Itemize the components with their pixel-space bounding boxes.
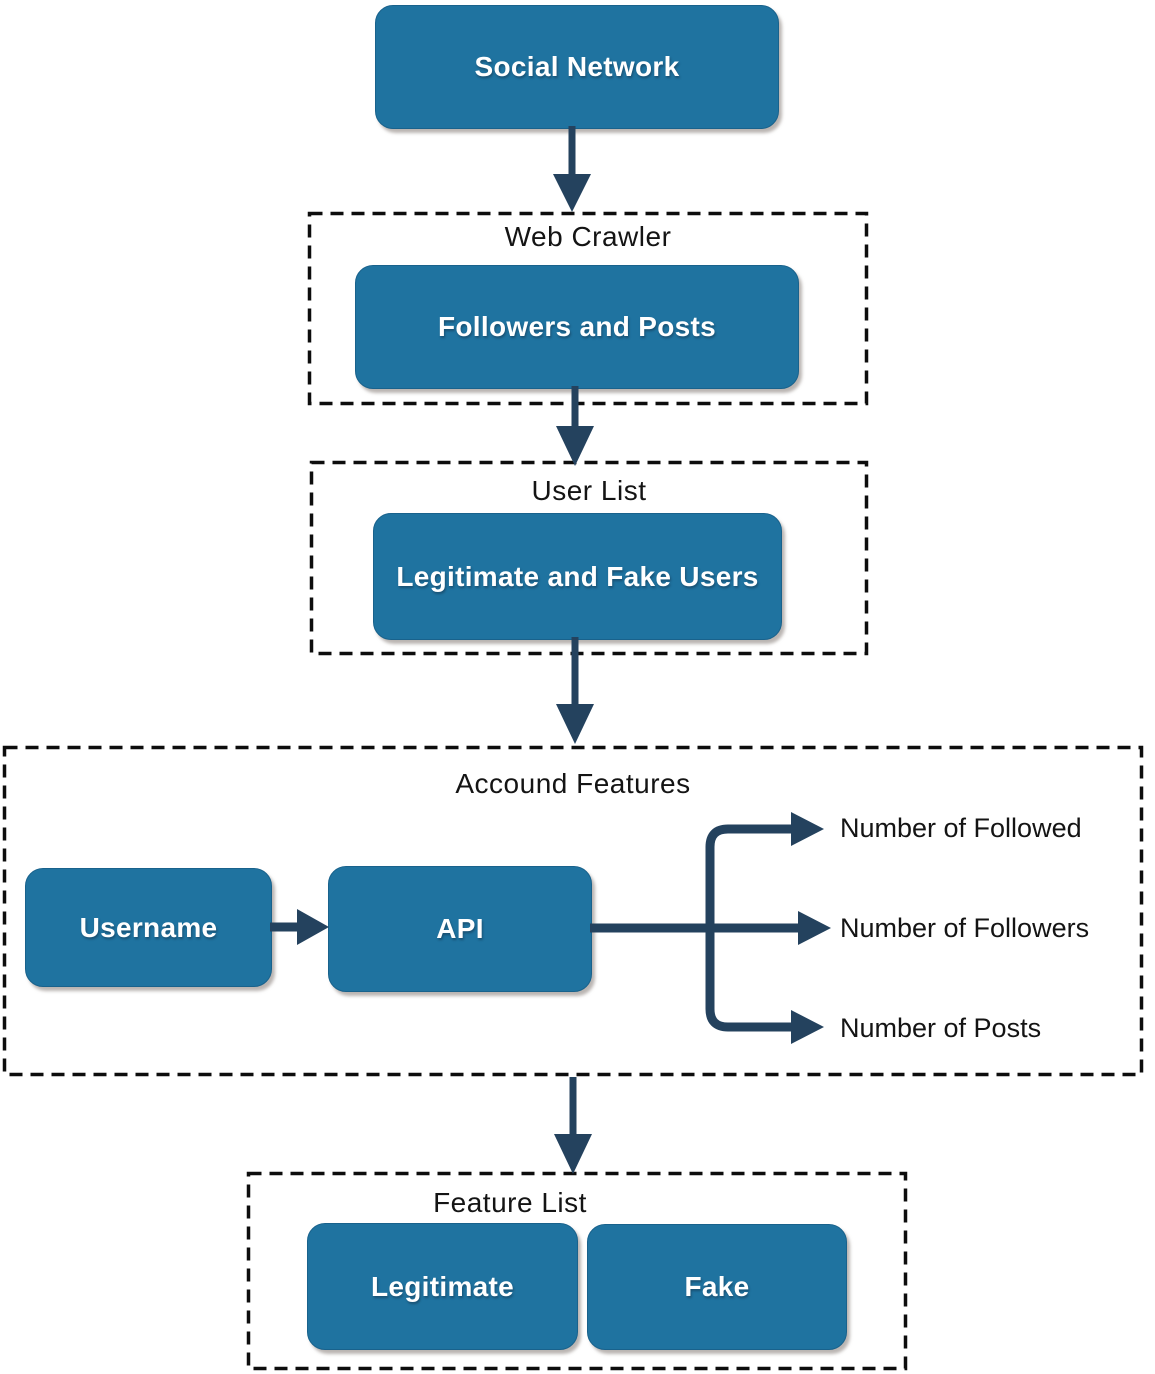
node-followers-and-posts-label: Followers and Posts <box>438 311 716 342</box>
container-user-list: User List Legitimate and Fake Users <box>310 461 868 655</box>
container-account-features-title: Accound Features <box>455 768 691 799</box>
node-social-network: Social Network <box>375 5 779 129</box>
container-feature-list-title: Feature List <box>433 1187 587 1218</box>
container-user-list-title: User List <box>531 475 647 506</box>
node-legitimate-and-fake-users: Legitimate and Fake Users <box>373 513 782 640</box>
node-api: API <box>328 866 592 992</box>
node-username-label: Username <box>79 911 218 943</box>
output-number-of-posts: Number of Posts <box>840 1013 1042 1043</box>
node-legitimate-label: Legitimate <box>370 1270 515 1302</box>
node-fake: Fake <box>587 1224 847 1350</box>
container-web-crawler-title: Web Crawler <box>504 221 672 252</box>
container-web-crawler: Web Crawler Followers and Posts <box>308 212 868 405</box>
container-feature-list: Feature List Legitimate Fake <box>247 1172 907 1370</box>
arrowhead-social-to-webcrawler <box>553 174 591 212</box>
node-username: Username <box>25 868 272 987</box>
node-followers-and-posts: Followers and Posts <box>355 265 799 389</box>
node-fake-label: Fake <box>684 1271 750 1302</box>
output-number-of-followers: Number of Followers <box>840 913 1090 943</box>
arrowhead-followers-to-userlist <box>556 426 594 466</box>
arrowhead-userlist-to-account <box>556 704 594 744</box>
node-legitimate: Legitimate <box>307 1223 578 1350</box>
node-legitimate-and-fake-users-label: Legitimate and Fake Users <box>396 560 759 592</box>
arrowhead-account-to-featurelist <box>554 1134 592 1174</box>
container-account-features: Accound Features Username API Number of … <box>3 746 1143 1076</box>
node-api-label: API <box>436 913 484 944</box>
output-number-of-followed: Number of Followed <box>840 813 1082 843</box>
node-social-network-label: Social Network <box>474 51 680 82</box>
